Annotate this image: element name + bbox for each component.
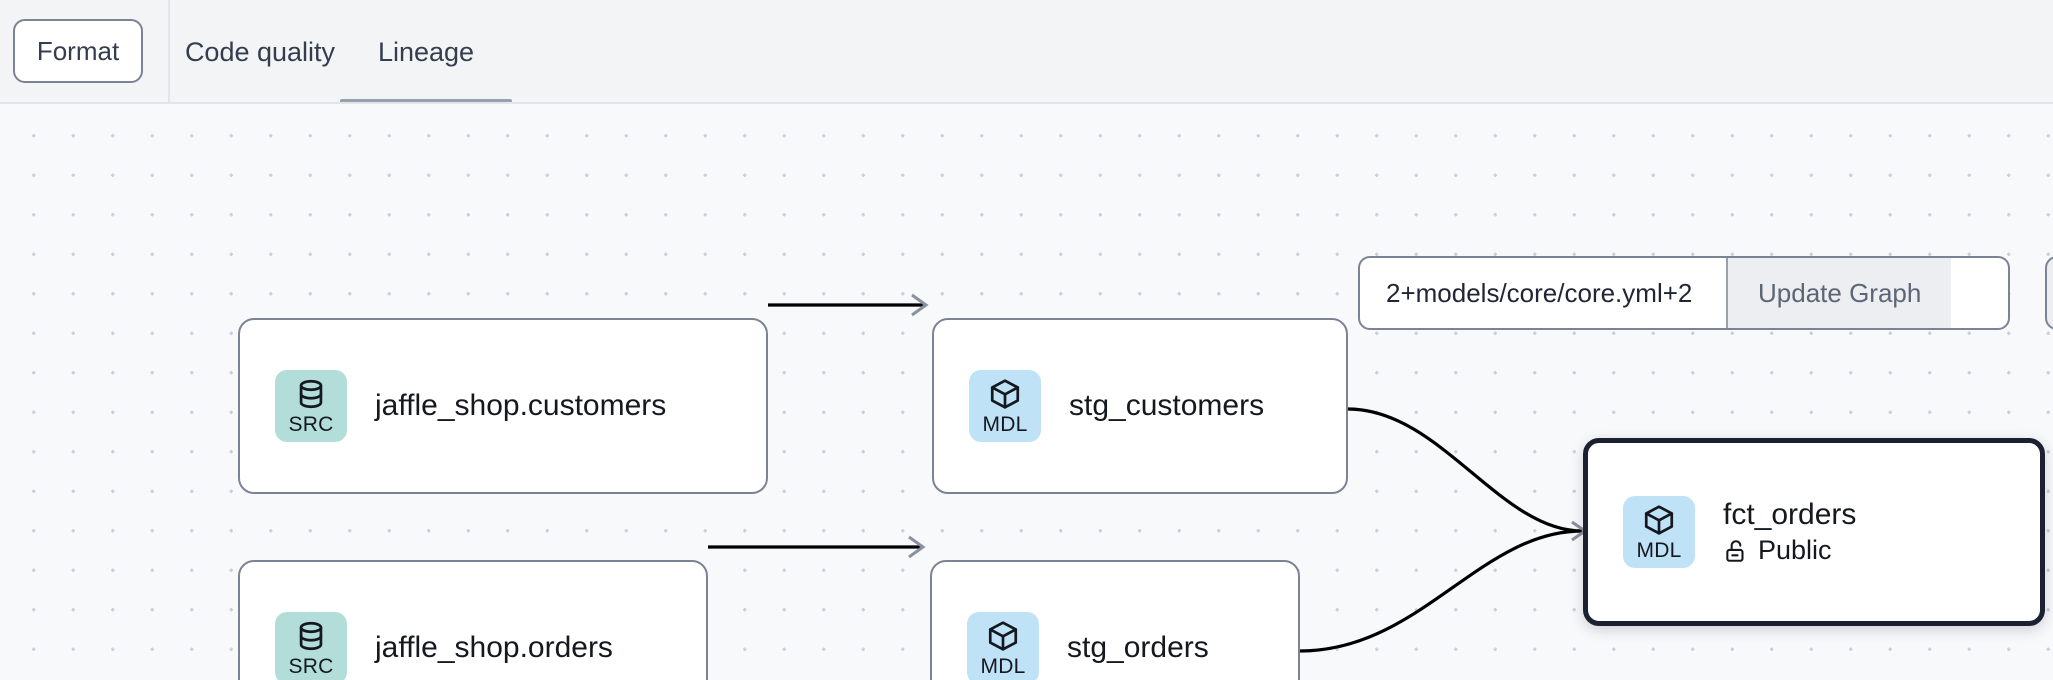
node-badge-src-label: SRC bbox=[288, 413, 334, 436]
node-badge-src: SRC bbox=[275, 370, 347, 442]
node-title: stg_orders bbox=[1067, 631, 1209, 665]
lineage-canvas[interactable]: Update Graph SRC jaffle_shop.customers bbox=[0, 104, 2053, 680]
tab-code-quality-label: Code quality bbox=[184, 36, 336, 67]
cube-icon bbox=[990, 379, 1020, 409]
lineage-node-stg-orders[interactable]: MDL stg_orders bbox=[930, 560, 1300, 680]
node-body: stg_customers bbox=[1069, 389, 1264, 423]
node-body: jaffle_shop.orders bbox=[375, 631, 613, 665]
node-body: fct_orders Public bbox=[1723, 498, 1856, 567]
node-badge-mdl: MDL bbox=[967, 612, 1039, 680]
node-badge-mdl-label: MDL bbox=[982, 413, 1028, 436]
node-access-label: Public bbox=[1758, 535, 1832, 566]
node-title: fct_orders bbox=[1723, 497, 1857, 531]
lineage-node-fct-orders[interactable]: MDL fct_orders Public bbox=[1583, 438, 2045, 626]
node-badge-mdl-label: MDL bbox=[1636, 539, 1682, 562]
unlock-icon bbox=[1726, 540, 1744, 562]
node-badge-mdl: MDL bbox=[1623, 496, 1695, 568]
node-body: stg_orders bbox=[1067, 631, 1209, 665]
node-badge-src-label: SRC bbox=[288, 655, 334, 678]
lineage-node-jaffle-shop-customers[interactable]: SRC jaffle_shop.customers bbox=[238, 318, 768, 494]
toolbar-divider bbox=[0, 102, 2053, 104]
toolbar: Format Code quality Lineage bbox=[0, 0, 2053, 104]
lineage-node-jaffle-shop-orders[interactable]: SRC jaffle_shop.orders bbox=[238, 560, 708, 680]
node-badge-mdl: MDL bbox=[969, 370, 1041, 442]
toolbar-left-group: Format bbox=[0, 0, 170, 104]
graph-selector-input[interactable] bbox=[1360, 258, 1726, 328]
query-bar-divider bbox=[1726, 258, 1728, 328]
cube-icon bbox=[988, 621, 1018, 651]
database-icon bbox=[299, 621, 323, 651]
tab-lineage-label: Lineage bbox=[377, 36, 475, 67]
node-badge-src: SRC bbox=[275, 612, 347, 680]
node-title: jaffle_shop.customers bbox=[375, 389, 667, 423]
cube-icon bbox=[1644, 505, 1674, 535]
node-body: jaffle_shop.customers bbox=[375, 389, 666, 423]
tab-code-quality[interactable]: Code quality bbox=[170, 0, 350, 104]
node-title: stg_customers bbox=[1069, 389, 1265, 423]
canvas-side-button[interactable] bbox=[2045, 256, 2053, 330]
database-icon bbox=[299, 379, 323, 409]
lineage-node-stg-customers[interactable]: MDL stg_customers bbox=[932, 318, 1348, 494]
graph-selector-bar: Update Graph bbox=[1358, 256, 2010, 330]
format-button[interactable]: Format bbox=[13, 19, 143, 83]
node-access-row: Public bbox=[1723, 535, 1856, 566]
node-title: jaffle_shop.orders bbox=[375, 631, 613, 665]
tab-lineage[interactable]: Lineage bbox=[340, 0, 512, 104]
update-graph-button[interactable]: Update Graph bbox=[1728, 258, 1952, 328]
node-badge-mdl-label: MDL bbox=[980, 655, 1026, 678]
